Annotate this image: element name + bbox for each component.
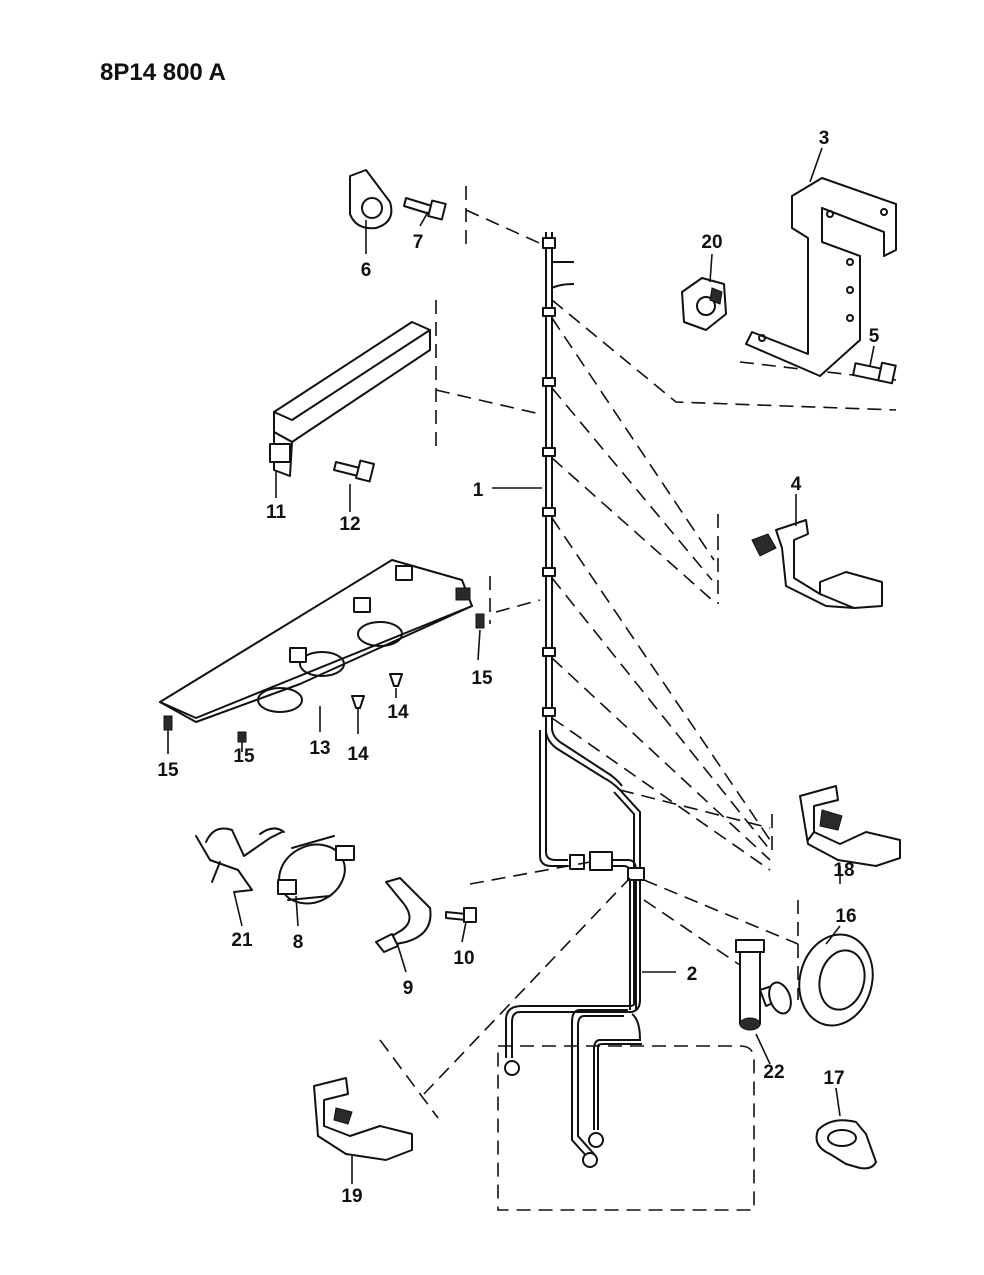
leader-lines bbox=[379, 186, 897, 1119]
clip-icon bbox=[799, 785, 901, 867]
bracket-icon bbox=[269, 321, 431, 477]
bolt-icon bbox=[403, 197, 447, 221]
clip-icon bbox=[313, 1077, 413, 1161]
callout-14a: 14 bbox=[347, 744, 369, 765]
callout-12: 12 bbox=[339, 514, 360, 535]
callout-3: 3 bbox=[819, 128, 830, 149]
callout-10: 10 bbox=[453, 948, 474, 969]
bracket-icon bbox=[195, 827, 285, 893]
callout-5: 5 bbox=[869, 326, 880, 347]
callout-8: 8 bbox=[293, 932, 304, 953]
document-id: 8P14 800 A bbox=[100, 59, 226, 86]
callout-15c: 15 bbox=[233, 746, 255, 767]
callout-2: 2 bbox=[687, 964, 698, 985]
bolt-icon bbox=[852, 361, 897, 385]
retainer-icon bbox=[351, 673, 403, 709]
shield-icon bbox=[159, 559, 473, 723]
valve-icon bbox=[751, 519, 883, 609]
grommet-icon bbox=[798, 933, 874, 1027]
callout-9: 9 bbox=[403, 978, 414, 999]
callout-15b: 15 bbox=[157, 760, 179, 781]
clamp-icon bbox=[375, 877, 432, 953]
retainer-icon bbox=[815, 1119, 877, 1170]
callout-6: 6 bbox=[361, 260, 372, 281]
callout-4: 4 bbox=[791, 474, 802, 495]
callout-7: 7 bbox=[413, 232, 424, 253]
bracket-icon bbox=[745, 177, 897, 377]
callout-13: 13 bbox=[309, 738, 330, 759]
tee-fitting-icon bbox=[735, 939, 792, 1031]
callout-labels: 1 2 3 4 5 6 7 8 9 10 11 12 13 14 14 15 1… bbox=[157, 128, 879, 1207]
callout-17: 17 bbox=[823, 1068, 844, 1089]
callout-19: 19 bbox=[341, 1186, 362, 1207]
callout-1: 1 bbox=[473, 480, 484, 501]
clamp-icon bbox=[349, 169, 393, 230]
callout-14b: 14 bbox=[387, 702, 409, 723]
bolt-icon bbox=[333, 459, 375, 483]
valve-icon bbox=[277, 835, 355, 905]
callout-21: 21 bbox=[231, 930, 253, 951]
grommet-icon bbox=[681, 277, 727, 331]
callout-18: 18 bbox=[833, 860, 854, 881]
vacuum-line-icon bbox=[497, 232, 755, 1211]
callout-11: 11 bbox=[266, 502, 287, 523]
callout-leaders bbox=[167, 147, 875, 1184]
callout-15a: 15 bbox=[471, 668, 493, 689]
callout-16: 16 bbox=[835, 906, 856, 927]
callout-22: 22 bbox=[763, 1062, 784, 1083]
bolt-icon bbox=[445, 907, 477, 923]
callout-20: 20 bbox=[701, 232, 722, 253]
